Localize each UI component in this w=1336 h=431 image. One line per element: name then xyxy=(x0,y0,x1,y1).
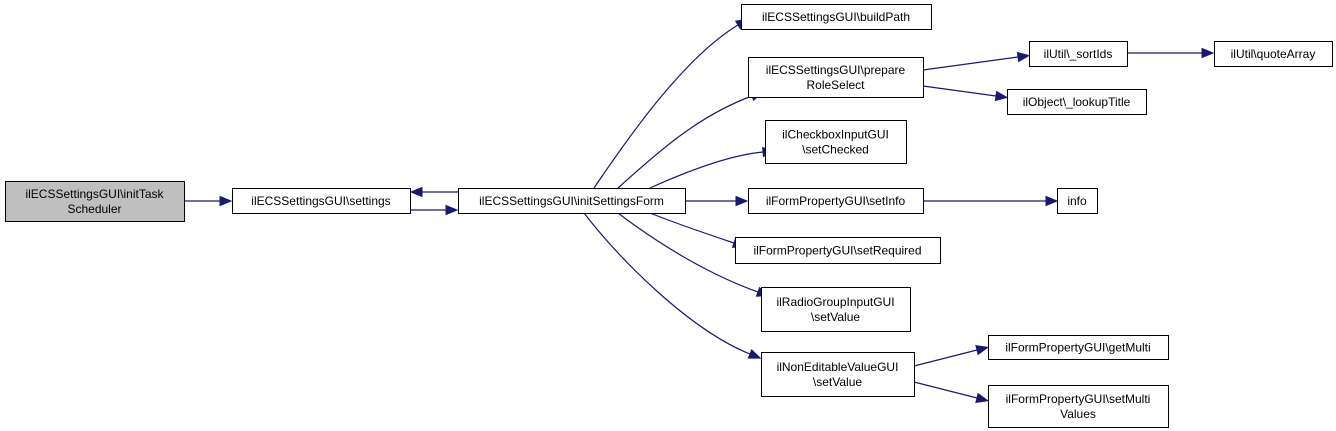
node-box xyxy=(741,4,932,30)
node-label: ilFormPropertyGUI\setMulti xyxy=(1006,392,1151,406)
node-setChecked[interactable]: ilCheckboxInputGUI\setChecked xyxy=(765,120,907,164)
node-getMulti[interactable]: ilFormPropertyGUI\getMulti xyxy=(988,335,1169,360)
arrow-head-icon xyxy=(1201,47,1215,59)
node-label: ilFormPropertyGUI\getMulti xyxy=(1005,341,1150,355)
node-box xyxy=(232,188,411,214)
edge-initSettingsForm-to-nonEditSetValue xyxy=(583,212,762,359)
node-label: ilObject\_lookupTitle xyxy=(1023,95,1131,109)
node-label: \setValue xyxy=(811,310,860,324)
node-box xyxy=(1029,41,1128,67)
edge-line xyxy=(913,381,978,399)
arrow-head-icon xyxy=(994,90,1009,102)
edge-initSettingsForm-to-setRequired xyxy=(649,212,746,248)
node-box xyxy=(748,57,924,98)
arrow-head-icon xyxy=(975,345,989,356)
arrow-head-icon xyxy=(409,186,423,198)
edge-prepareRoleSelect-to-sortIds xyxy=(922,51,1031,71)
edge-line xyxy=(617,95,753,189)
arrow-head-icon xyxy=(1045,195,1059,207)
edge-initSettingsForm-to-prepareRoleSelect xyxy=(617,91,764,189)
edge-initSettingsForm-to-setInfo xyxy=(685,195,749,207)
node-box xyxy=(761,352,915,397)
node-label: ilECSSettingsGUI\initSettingsForm xyxy=(479,194,664,208)
node-label: ilECSSettingsGUI\initTask xyxy=(25,187,164,201)
node-box xyxy=(748,188,924,214)
edge-initSettingsForm-to-buildPath xyxy=(593,18,749,189)
node-initSettingsForm[interactable]: ilECSSettingsGUI\initSettingsForm xyxy=(458,188,686,214)
node-buildPath[interactable]: ilECSSettingsGUI\buildPath xyxy=(741,4,932,30)
node-label: \setValue xyxy=(813,375,862,389)
node-label: ilNonEditableValueGUI xyxy=(777,360,899,374)
node-box xyxy=(1214,41,1333,67)
node-quoteArray[interactable]: ilUtil\quoteArray xyxy=(1214,41,1333,67)
node-label: ilECSSettingsGUI\buildPath xyxy=(762,10,910,24)
arrow-head-icon xyxy=(747,348,762,359)
edge-line xyxy=(913,349,978,367)
node-label: \setChecked xyxy=(802,143,869,157)
arrow-head-icon xyxy=(445,204,459,216)
node-lookupTitle[interactable]: ilObject\_lookupTitle xyxy=(1007,89,1147,115)
node-setRequired[interactable]: ilFormPropertyGUI\setRequired xyxy=(735,237,941,264)
arrow-head-icon xyxy=(219,195,233,207)
node-settings[interactable]: ilECSSettingsGUI\settings xyxy=(232,188,411,214)
node-label: ilRadioGroupInputGUI xyxy=(776,295,894,309)
edge-nonEditSetValue-to-setMultiValues xyxy=(913,381,989,403)
node-label: ilUtil\quoteArray xyxy=(1231,47,1316,61)
node-label: Scheduler xyxy=(67,202,121,216)
edge-initSettingsForm-to-settings xyxy=(409,186,458,198)
node-box xyxy=(458,188,686,214)
edge-line xyxy=(649,151,764,189)
node-box xyxy=(735,237,941,264)
node-label: info xyxy=(1067,194,1087,208)
arrow-head-icon xyxy=(735,195,749,207)
node-label: ilECSSettingsGUI\settings xyxy=(251,194,390,208)
edge-line xyxy=(649,212,735,244)
edge-line xyxy=(593,24,739,189)
node-radioSetValue[interactable]: ilRadioGroupInputGUI\setValue xyxy=(761,287,911,332)
node-label: ilUtil\_sortIds xyxy=(1044,47,1113,61)
edge-setInfo-to-info xyxy=(923,195,1059,207)
edge-line xyxy=(922,56,1019,71)
node-box xyxy=(761,287,911,332)
node-nonEditSetValue[interactable]: ilNonEditableValueGUI\setValue xyxy=(761,352,915,397)
edge-line xyxy=(617,212,759,293)
edge-nonEditSetValue-to-getMulti xyxy=(913,345,989,367)
node-box xyxy=(1057,188,1098,214)
edge-initSettingsForm-to-setChecked xyxy=(649,146,776,189)
node-box xyxy=(765,120,907,164)
node-label: ilFormPropertyGUI\setInfo xyxy=(766,194,906,208)
edge-line xyxy=(583,212,751,355)
node-setInfo[interactable]: ilFormPropertyGUI\setInfo xyxy=(748,188,924,214)
node-box xyxy=(1007,89,1147,115)
node-label: Values xyxy=(1060,407,1096,421)
arrow-head-icon xyxy=(1016,51,1031,63)
edge-initTaskScheduler-to-settings xyxy=(184,195,233,207)
edge-settings-to-initSettingsForm xyxy=(410,204,459,216)
node-box xyxy=(988,385,1169,428)
node-info[interactable]: info xyxy=(1057,188,1098,214)
arrow-head-icon xyxy=(975,392,989,403)
nodes-layer: ilECSSettingsGUI\initTaskSchedulerilECSS… xyxy=(5,4,1333,428)
edge-sortIds-to-quoteArray xyxy=(1127,47,1215,59)
node-label: RoleSelect xyxy=(806,78,865,92)
node-label: ilECSSettingsGUI\prepare xyxy=(766,63,906,77)
node-sortIds[interactable]: ilUtil\_sortIds xyxy=(1029,41,1128,67)
edge-line xyxy=(922,85,997,97)
edge-prepareRoleSelect-to-lookupTitle xyxy=(922,85,1009,102)
node-label: ilFormPropertyGUI\setRequired xyxy=(753,244,921,258)
node-box xyxy=(5,181,185,222)
node-label: ilCheckboxInputGUI xyxy=(782,128,889,142)
node-box xyxy=(988,335,1169,360)
